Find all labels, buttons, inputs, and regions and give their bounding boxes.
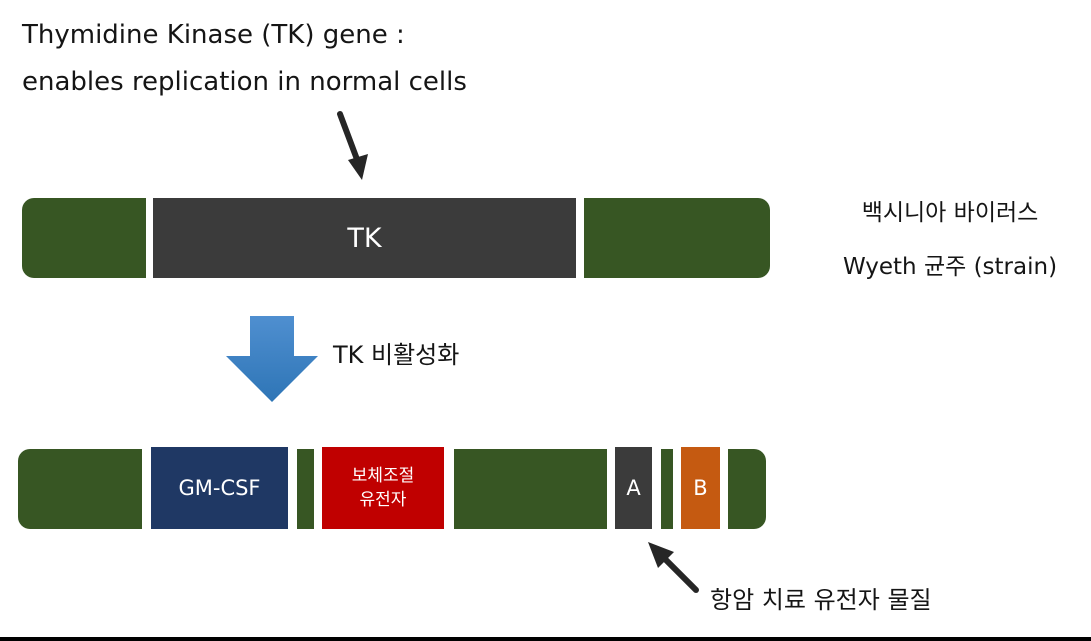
virus-name: 백시니아 바이러스 [861,200,1039,226]
therapeutic-gene-label: 항암 치료 유전자 물질 [710,586,932,614]
modified-genome-segment-middle [454,449,607,529]
gm-csf-label: GM-CSF [178,476,261,500]
tk-gene-annotation-subtitle: enables replication in normal cells [22,67,467,97]
tk-gene-segment: TK [153,198,576,278]
insert-a: A [615,447,652,529]
modified-genome-spacer-2 [661,449,673,529]
modified-genome-segment-right [728,449,766,529]
modified-genome-segment-left [18,449,142,529]
tk-pointer-arrow-icon [337,111,368,180]
insert-b-label: B [693,476,708,500]
insert-a-label: A [626,476,641,500]
complement-regulator-label-line1: 보체조절 [351,466,415,486]
tk-gene-annotation-title: Thymidine Kinase (TK) gene : [22,20,405,50]
genome-segment-left [22,198,146,278]
tk-inactivation-label: TK 비활성화 [333,341,460,369]
gm-csf-insert: GM-CSF [151,447,288,529]
complement-regulator-label-line2: 유전자 [359,490,407,510]
therapeutic-pointer-arrow-icon [648,542,699,593]
insert-b: B [681,447,720,529]
strain-name: Wyeth 균주 (strain) [842,254,1058,280]
bottom-border-line [0,637,1091,641]
process-down-arrow-icon [226,316,318,402]
genome-segment-right [584,198,770,278]
modified-genome-spacer-1 [297,449,314,529]
tk-gene-label: TK [347,222,382,254]
complement-regulator-insert: 보체조절 유전자 [322,447,444,529]
